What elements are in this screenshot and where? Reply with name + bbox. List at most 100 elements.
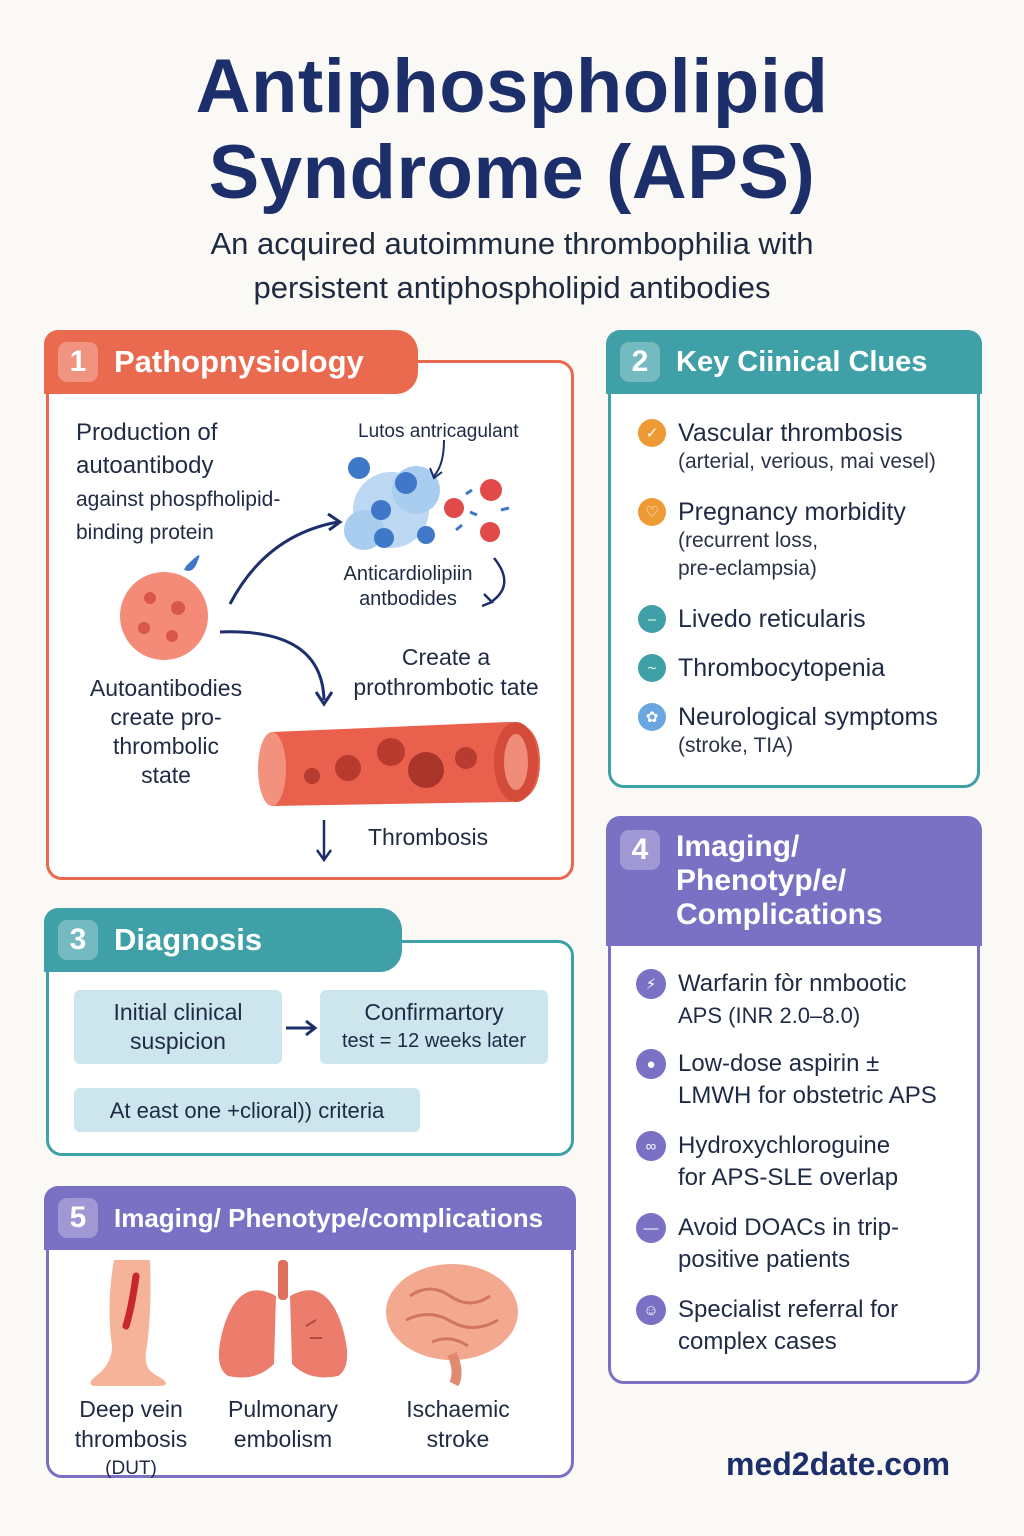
item-line: APS (INR 2.0–8.0) — [678, 1003, 861, 1028]
text-line: Ischaemic — [406, 1396, 510, 1422]
management-header: 4 Imaging/ Phenotyp/e/ Complications — [606, 816, 982, 946]
title-line-1: Antiphospholipid — [195, 44, 829, 129]
item-line: Specialist referral for — [678, 1296, 899, 1323]
thrombosis-label: Thrombosis — [368, 824, 489, 850]
text-line: antbodides — [359, 588, 457, 610]
text-line: thrombosis — [74, 1426, 188, 1452]
clue-title: Vascular thrombosis — [678, 419, 903, 447]
clue-item: ♡ Pregnancy morbidity (recurrent loss, p… — [638, 497, 968, 583]
arrow-right-icon — [286, 1019, 318, 1037]
referral-icon: ☺ — [636, 1295, 666, 1325]
clue-item: ✿ Neurological symptoms (stroke, TIA) — [638, 702, 968, 760]
lungs-icon — [218, 1260, 348, 1378]
management-item: — Avoid DOACs in trip-positive patients — [636, 1212, 972, 1276]
pill-icon: ⚡ — [636, 969, 666, 999]
text-line: test = 12 weeks later — [342, 1030, 526, 1052]
item-line: Low-dose aspirin ± — [678, 1050, 880, 1077]
diagnosis-header: 3 Diagnosis — [44, 908, 402, 972]
item-line: positive patients — [678, 1246, 851, 1273]
clue-title: Thrombocytopenia — [678, 654, 886, 682]
section-number: 3 — [58, 920, 98, 960]
text-line: thrombolic — [112, 733, 220, 759]
blood-vessel-icon — [258, 722, 540, 806]
text-line: Production of — [76, 419, 218, 446]
platelet-icon: ~ — [638, 654, 666, 682]
clue-detail: (recurrent loss, — [678, 529, 819, 552]
clue-item: ~ Thrombocytopenia — [638, 653, 968, 683]
text-line: Pulmonary — [228, 1396, 338, 1422]
item-line: Avoid DOACs in trip- — [678, 1214, 899, 1241]
subtitle-line-2: persistent antiphospholipid antibodies — [253, 270, 771, 305]
page-subtitle: An acquired autoimmune thrombophilia wit… — [0, 222, 1024, 310]
antibody-cluster-icon — [344, 457, 510, 550]
anticardiolipin-label: Anticardiolipiin antbodides — [318, 562, 498, 612]
confirmatory-test-box: Confirmartory test = 12 weeks later — [320, 990, 548, 1064]
item-line: Warfarin fòr nmbootic — [678, 970, 907, 997]
text-line: Create a — [401, 644, 491, 670]
item-line: LMWH for obstetric APS — [678, 1082, 937, 1109]
text-line: stroke — [426, 1426, 490, 1452]
autoantibodies-state-label: Autoantibodies create pro- thrombolic st… — [78, 674, 254, 790]
text-line: embolism — [233, 1426, 333, 1452]
text-line: Deep vein — [79, 1396, 183, 1422]
lupus-anticoagulant-label: Lutos antricagulant — [358, 421, 519, 442]
item-line: for APS-SLE overlap — [678, 1164, 899, 1191]
subtitle-line-1: An acquired autoimmune thrombophilia wit… — [210, 226, 814, 261]
text-line: Initial clinical — [113, 999, 243, 1025]
section-title-line: Imaging/ — [676, 830, 800, 863]
skin-icon: – — [638, 605, 666, 633]
page-title: Antiphospholipid Syndrome (APS) — [0, 44, 1024, 216]
initial-suspicion-box: Initial clinical suspicion — [74, 990, 282, 1064]
brain-icon — [386, 1264, 518, 1387]
text-line: binding protein — [76, 521, 214, 544]
clinical-clues-header: 2 Key Ciinical Clues — [606, 330, 982, 394]
prothrombotic-label: Create a prothrombotic tate — [336, 642, 556, 702]
text-line: against phospfholipid- — [76, 482, 336, 516]
clue-item: – Livedo reticularis — [638, 604, 968, 634]
ischaemic-stroke-label: Ischaemic stroke — [386, 1394, 530, 1454]
leg-icon — [90, 1260, 166, 1386]
dvt-label: Deep vein thrombosis (DUT) — [64, 1394, 198, 1484]
pulmonary-embolism-label: Pulmonary embolism — [212, 1394, 354, 1454]
management-item: ∞ Hydroxychloroguine for APS-SLE overlap — [636, 1130, 972, 1194]
clue-item: ✓ Vascular thrombosis (arterial, verious… — [638, 418, 968, 476]
section-title: Key Ciinical Clues — [676, 345, 928, 378]
section-title-line: Phenotyp/e/ — [676, 864, 847, 897]
pregnancy-icon: ♡ — [638, 498, 666, 526]
text-line: Autoantibodies — [89, 675, 243, 701]
complications-illustration — [90, 1260, 518, 1387]
pathophysiology-header: 1 Pathopnysiology — [44, 330, 418, 394]
brain-icon: ✿ — [638, 703, 666, 731]
minus-icon: — — [636, 1213, 666, 1243]
section-number: 2 — [620, 342, 660, 382]
text-fragment: against phospfholipid- — [76, 488, 281, 511]
text-line: state — [141, 762, 191, 788]
brand-footer: med2date.com — [726, 1446, 951, 1482]
clue-title: Neurological symptoms — [678, 703, 938, 731]
section-title: Imaging/ Phenotype/complications — [114, 1202, 544, 1233]
link-icon: ∞ — [636, 1131, 666, 1161]
text-line: Anticardiolipiin — [343, 563, 473, 585]
text-line: create pro- — [110, 704, 222, 730]
text-line: suspicion — [130, 1028, 226, 1054]
section-number: 1 — [58, 342, 98, 382]
text-line: prothrombotic tate — [353, 674, 539, 700]
autoantibody-production-text: Production of autoantibody against phosp… — [76, 416, 336, 549]
complications-header: 5 Imaging/ Phenotype/complications — [44, 1186, 576, 1250]
criteria-box: At east one +clioral)) criteria — [74, 1088, 420, 1132]
text-line: autoantibody — [76, 452, 214, 479]
vessel-icon: ✓ — [638, 419, 666, 447]
text-line: Confirmartory — [364, 999, 504, 1025]
clue-detail: (stroke, TIA) — [678, 734, 794, 757]
title-line-2: Syndrome (APS) — [208, 130, 816, 215]
clue-title: Pregnancy morbidity — [678, 498, 906, 526]
text-line: (DUT) — [105, 1458, 157, 1479]
section-number: 4 — [620, 830, 660, 870]
clue-title: Livedo reticularis — [678, 605, 866, 633]
item-line: Hydroxychloroguine — [678, 1132, 891, 1159]
section-title: Diagnosis — [114, 922, 263, 957]
management-item: ● Low-dose aspirin ±LMWH for obstetric A… — [636, 1048, 972, 1112]
pathophysiology-illustration — [120, 439, 540, 863]
